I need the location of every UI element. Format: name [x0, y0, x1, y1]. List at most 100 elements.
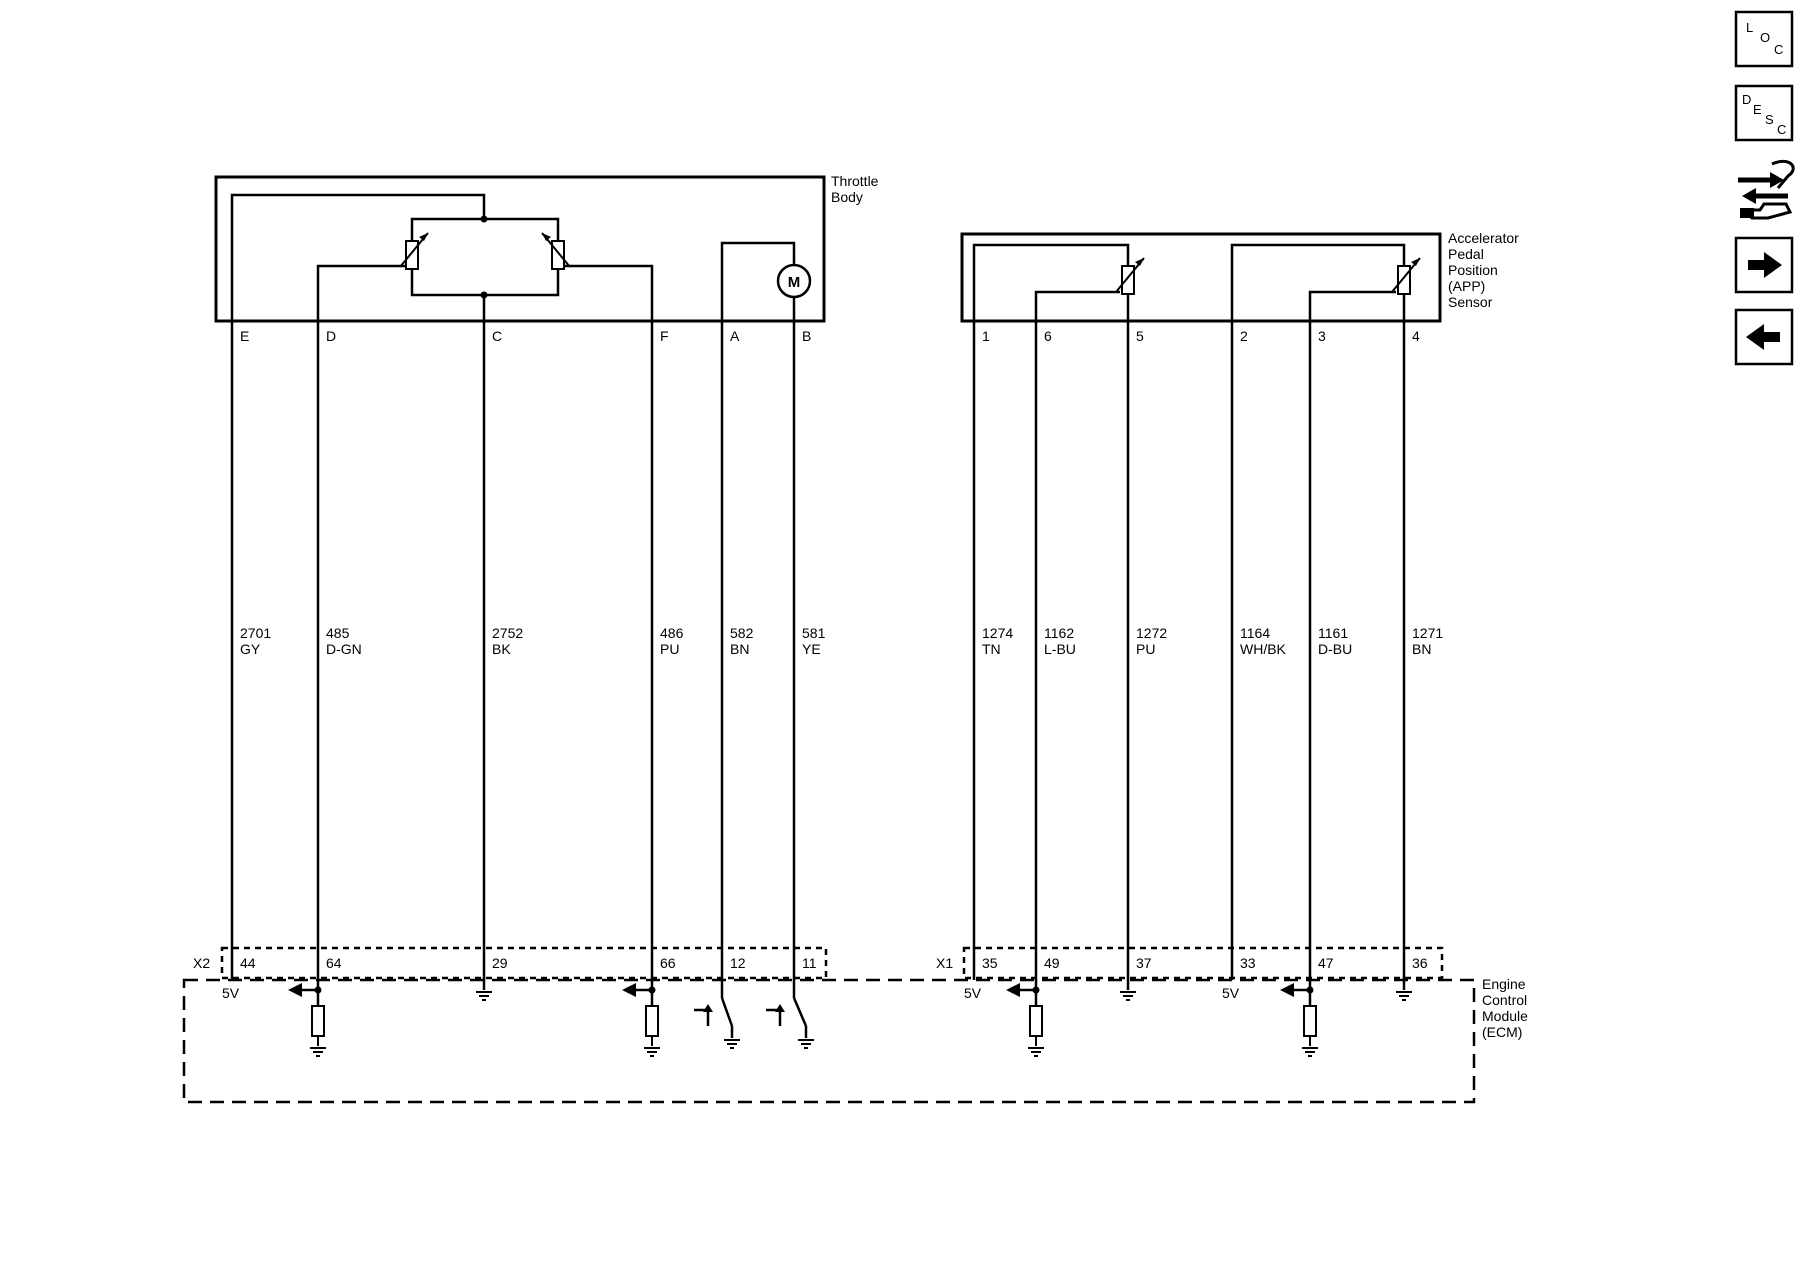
tps2-variable-resistor-icon: [541, 232, 571, 270]
wire-circuit: 1272: [1136, 625, 1167, 641]
x2-pin: 12: [730, 955, 746, 971]
x1-pin: 33: [1240, 955, 1256, 971]
desc-letter: C: [1777, 122, 1786, 137]
throttle-body-label-line2: Body: [831, 189, 863, 205]
wire-color: BK: [492, 641, 511, 657]
x2-pin: 44: [240, 955, 256, 971]
ecm-module: Engine Control Module (ECM) 5V 5V 5V: [182, 976, 1528, 1104]
app-pin-2: 2: [1240, 328, 1248, 344]
wire-color: TN: [982, 641, 1001, 657]
loc-letter: L: [1746, 20, 1753, 35]
ecm-label-line1: Engine: [1482, 976, 1526, 992]
pulldown-resistor-icon: [645, 1005, 659, 1047]
pulldown-resistor-icon: [311, 1005, 325, 1047]
signal-arrow-icon: [288, 983, 302, 997]
wire-color: WH/BK: [1240, 641, 1287, 657]
app-label-line4: (APP): [1448, 278, 1485, 294]
ground-icon: [309, 1047, 327, 1057]
wire-circuit: 581: [802, 625, 826, 641]
ref-voltage-label: 5V: [1222, 985, 1240, 1001]
loc-letter: C: [1774, 42, 1783, 57]
x2-pin: 11: [802, 955, 817, 971]
ref-voltage-label: 5V: [222, 985, 240, 1001]
wire-circuit: 1161: [1318, 625, 1348, 641]
app-pin-6: 6: [1044, 328, 1052, 344]
wire-circuit: 2701: [240, 625, 271, 641]
desc-button[interactable]: D E S C: [1734, 84, 1794, 142]
nav-toolbar: L O C D E S C: [1734, 10, 1795, 366]
x2-pin: 64: [326, 955, 342, 971]
wire-circuit: 1162: [1044, 625, 1074, 641]
tb-pin-a: A: [730, 328, 740, 344]
x1-pin: 36: [1412, 955, 1428, 971]
app2-variable-resistor-icon: [1391, 257, 1421, 295]
tb-pin-e: E: [240, 328, 249, 344]
app-label-line5: Sensor: [1448, 294, 1493, 310]
motor-symbol: M: [788, 274, 801, 291]
wire-circuit: 1274: [982, 625, 1013, 641]
wire-labels: 2701 GY 485 D-GN 2752 BK 486 PU 582 BN 5…: [240, 625, 1443, 657]
wire-color: BN: [730, 641, 749, 657]
ground-icon: [797, 1039, 815, 1049]
desc-icon: [1734, 84, 1794, 142]
loc-button[interactable]: L O C: [1734, 10, 1794, 68]
app-label-line2: Pedal: [1448, 246, 1484, 262]
wire-color: PU: [660, 641, 679, 657]
x2-label: X2: [193, 955, 210, 971]
signal-arrow-icon: [1280, 983, 1294, 997]
ref-voltage-label: 5V: [964, 985, 982, 1001]
x1-pin: 49: [1044, 955, 1060, 971]
ecm-x2-connector: X2 44 64 29 66 12 11: [193, 946, 828, 980]
ground-icon: [1027, 1047, 1045, 1057]
app-label-line3: Position: [1448, 262, 1498, 278]
ground-icon: [723, 1039, 741, 1049]
wire-color: D-GN: [326, 641, 362, 657]
arrow-left-icon: [1746, 324, 1780, 350]
x1-pin: 35: [982, 955, 998, 971]
signal-arrow-icon: [1006, 983, 1020, 997]
wire-color: PU: [1136, 641, 1155, 657]
ground-icon: [643, 1047, 661, 1057]
x2-pin: 66: [660, 955, 676, 971]
pulldown-resistor-icon: [1303, 1005, 1317, 1047]
wire-circuit: 1164: [1240, 625, 1270, 641]
app-pin-5: 5: [1136, 328, 1144, 344]
wire-circuit: 582: [730, 625, 754, 641]
next-button[interactable]: [1734, 236, 1794, 294]
motor-icon: [776, 263, 812, 299]
wire-circuit: 486: [660, 625, 684, 641]
ecm-x1-connector: X1 35 49 37 33 47 36: [936, 946, 1444, 980]
desc-letter: E: [1753, 102, 1762, 117]
loc-icon: [1734, 10, 1794, 68]
connector-tool-icon: [1738, 159, 1795, 220]
connector-tool-button[interactable]: [1738, 159, 1795, 220]
ecm-label-line4: (ECM): [1482, 1024, 1522, 1040]
desc-letter: S: [1765, 112, 1774, 127]
switch-control-icon: [694, 1008, 710, 1026]
ground-icon: [1301, 1047, 1319, 1057]
app1-variable-resistor-icon: [1115, 257, 1145, 295]
previous-button[interactable]: [1734, 308, 1794, 366]
x1-label: X1: [936, 955, 953, 971]
app-pin-3: 3: [1318, 328, 1326, 344]
ground-icon: [1119, 991, 1137, 1001]
switch-control-icon: [766, 1008, 782, 1026]
tb-pin-d: D: [326, 328, 336, 344]
wire-color: BN: [1412, 641, 1431, 657]
ground-icon: [1395, 991, 1413, 1001]
x1-pin: 47: [1318, 955, 1334, 971]
wire-circuit: 485: [326, 625, 350, 641]
wire-color: YE: [802, 641, 821, 657]
tb-pin-f: F: [660, 328, 669, 344]
throttle-body: Throttle Body M E D C F A B: [214, 173, 879, 344]
wire-circuit: 1271: [1412, 625, 1443, 641]
x2-pin: 29: [492, 955, 508, 971]
arrow-right-icon: [1748, 252, 1782, 278]
desc-letter: D: [1742, 92, 1751, 107]
x1-pin: 37: [1136, 955, 1152, 971]
wire-runs: [230, 321, 1406, 990]
pulldown-resistor-icon: [1029, 1005, 1043, 1047]
wire-color: L-BU: [1044, 641, 1076, 657]
ecm-label-line3: Module: [1482, 1008, 1528, 1024]
